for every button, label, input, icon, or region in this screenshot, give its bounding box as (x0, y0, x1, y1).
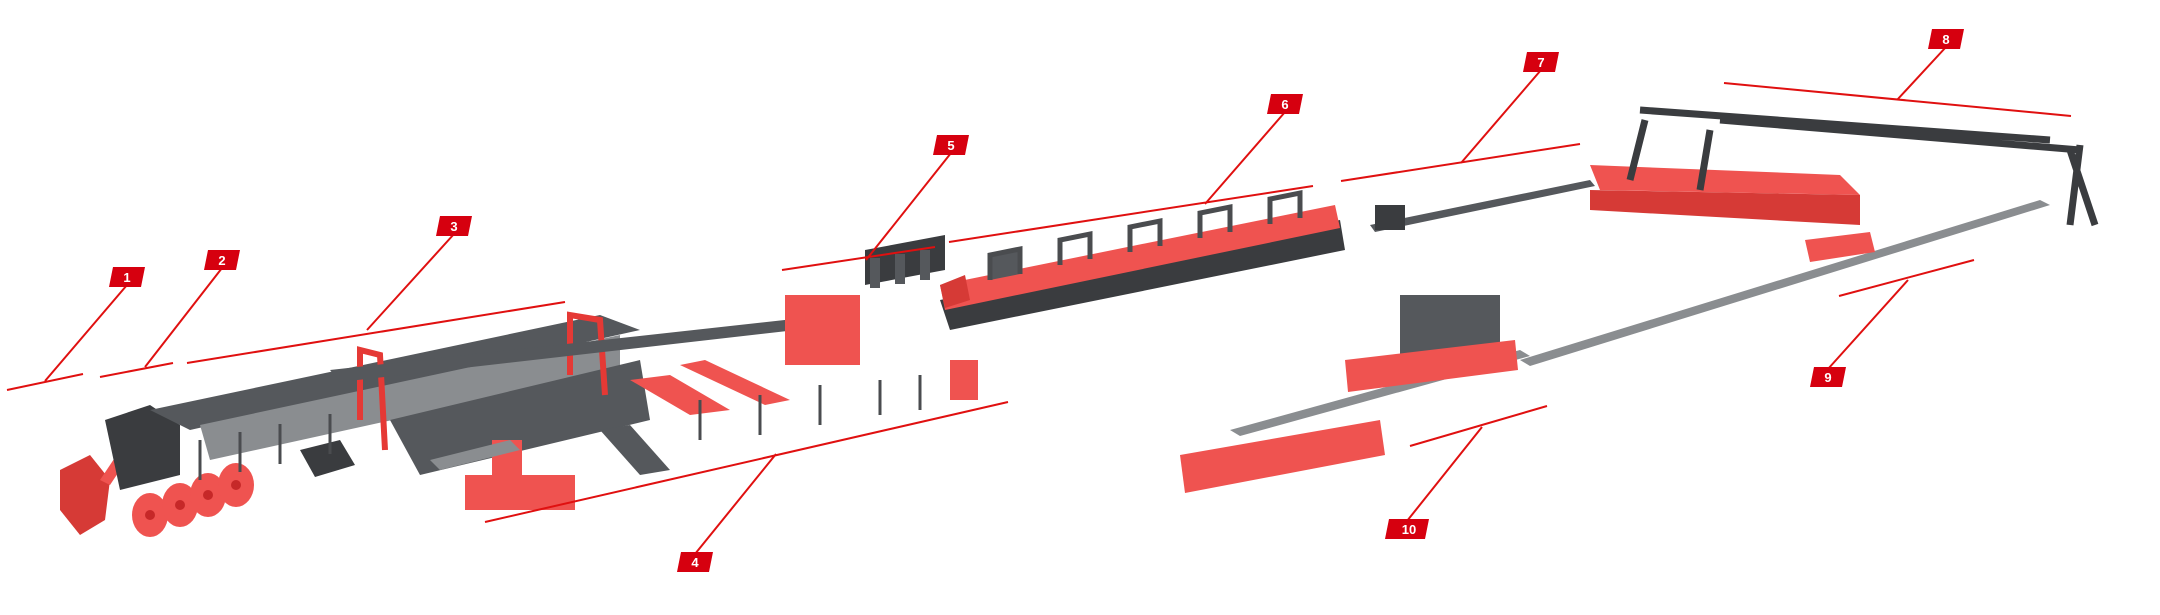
callout-badge-3: 3 (436, 216, 472, 236)
callout-badge-10: 10 (1385, 519, 1429, 539)
callout-badge-5: 5 (933, 135, 969, 155)
svg-text:6: 6 (1281, 97, 1288, 112)
cutting-station (430, 295, 978, 510)
callout-badge-9: 9 (1810, 367, 1846, 387)
callout-badge-8: 8 (1928, 29, 1964, 49)
callout-badge-1: 1 (109, 267, 145, 287)
callout-badge-6: 6 (1267, 94, 1303, 114)
double-belt-press (940, 189, 1345, 330)
svg-text:8: 8 (1942, 32, 1949, 47)
svg-text:7: 7 (1537, 55, 1544, 70)
svg-text:1: 1 (123, 270, 130, 285)
packing-station (1180, 295, 1530, 493)
svg-text:5: 5 (947, 138, 954, 153)
callout-badge-4: 4 (677, 552, 713, 572)
cooling-station (1590, 106, 2099, 227)
callout-badge-7: 7 (1523, 52, 1559, 72)
svg-text:10: 10 (1402, 522, 1416, 537)
leader-lines (6, 46, 2072, 555)
conveyor-section (1370, 180, 1595, 232)
svg-text:3: 3 (450, 219, 457, 234)
svg-text:4: 4 (691, 555, 699, 570)
svg-text:9: 9 (1824, 370, 1831, 385)
foaming-station (865, 235, 945, 288)
svg-text:2: 2 (218, 253, 225, 268)
roll-forming-section (105, 311, 840, 490)
callout-badge-2: 2 (204, 250, 240, 270)
steel-coils (132, 463, 254, 537)
output-conveyor (1520, 200, 2050, 366)
